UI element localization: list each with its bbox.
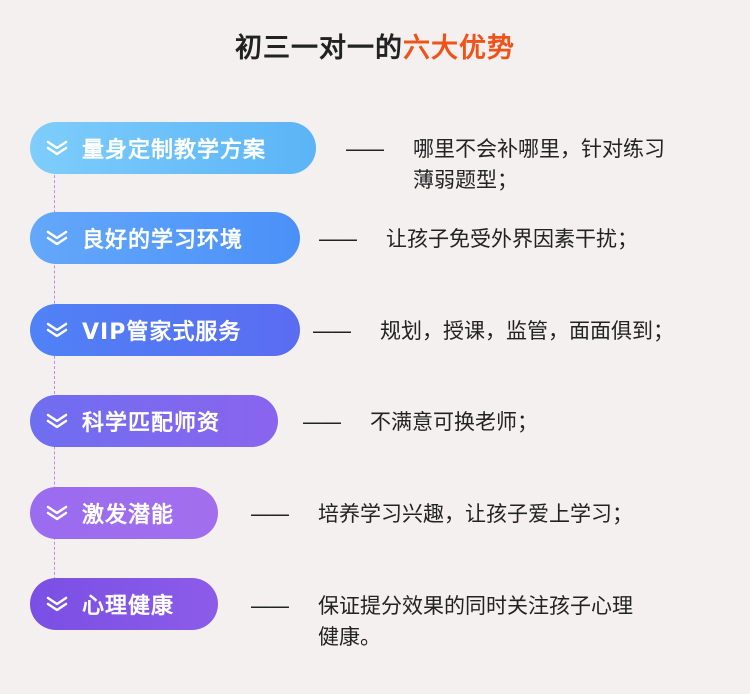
double-chevron-down-icon — [42, 502, 72, 524]
advantage-pill-1: 量身定制教学方案 — [30, 122, 316, 174]
double-chevron-down-icon — [42, 137, 72, 159]
timeline-connector — [54, 160, 55, 600]
advantage-desc-4: —— 不满意可换老师； — [302, 407, 538, 438]
dash: —— — [250, 502, 290, 526]
advantage-label: 良好的学习环境 — [82, 228, 244, 253]
desc-text-line2: 健康。 — [318, 625, 381, 649]
double-chevron-down-icon — [42, 593, 72, 615]
advantage-pill-2: 良好的学习环境 — [30, 212, 300, 264]
desc-text: 不满意可换老师； — [370, 410, 538, 434]
dash: —— — [318, 227, 358, 251]
advantage-desc-5: —— 培养学习兴趣，让孩子爱上学习； — [250, 499, 633, 530]
desc-text: 让孩子免受外界因素干扰； — [386, 227, 638, 251]
advantage-pill-6: 心理健康 — [30, 578, 218, 630]
double-chevron-down-icon — [42, 227, 72, 249]
dash: —— — [250, 594, 290, 618]
advantage-pill-5: 激发潜能 — [30, 487, 218, 539]
advantage-label: 量身定制教学方案 — [82, 138, 267, 163]
page-title: 初三一对一的六大优势 — [0, 26, 750, 65]
desc-text-line2: 薄弱题型； — [413, 168, 518, 192]
double-chevron-down-icon — [42, 319, 72, 341]
desc-text: 规划，授课，监管，面面俱到； — [380, 319, 674, 343]
title-prefix: 初三一对一的 — [235, 33, 403, 64]
advantage-pill-3: VIP管家式服务 — [30, 304, 300, 356]
dash: —— — [345, 137, 385, 161]
advantage-label: 科学匹配师资 — [82, 411, 221, 436]
advantage-label: 心理健康 — [82, 594, 175, 619]
advantage-label: 激发潜能 — [82, 503, 175, 528]
advantage-pill-4: 科学匹配师资 — [30, 395, 278, 447]
title-highlight: 六大优势 — [403, 33, 515, 64]
advantage-label: VIP管家式服务 — [82, 320, 242, 345]
dash: —— — [302, 410, 342, 434]
advantage-desc-6: —— 保证提分效果的同时关注孩子心理 健康。 — [250, 591, 633, 653]
advantage-desc-3: —— 规划，授课，监管，面面俱到； — [312, 316, 674, 347]
desc-text: 培养学习兴趣，让孩子爱上学习； — [318, 502, 633, 526]
double-chevron-down-icon — [42, 410, 72, 432]
desc-text: 哪里不会补哪里，针对练习 — [413, 137, 665, 161]
advantage-desc-2: —— 让孩子免受外界因素干扰； — [318, 224, 638, 255]
desc-text: 保证提分效果的同时关注孩子心理 — [318, 594, 633, 618]
dash: —— — [312, 319, 352, 343]
advantage-desc-1: —— 哪里不会补哪里，针对练习 薄弱题型； — [345, 134, 665, 196]
